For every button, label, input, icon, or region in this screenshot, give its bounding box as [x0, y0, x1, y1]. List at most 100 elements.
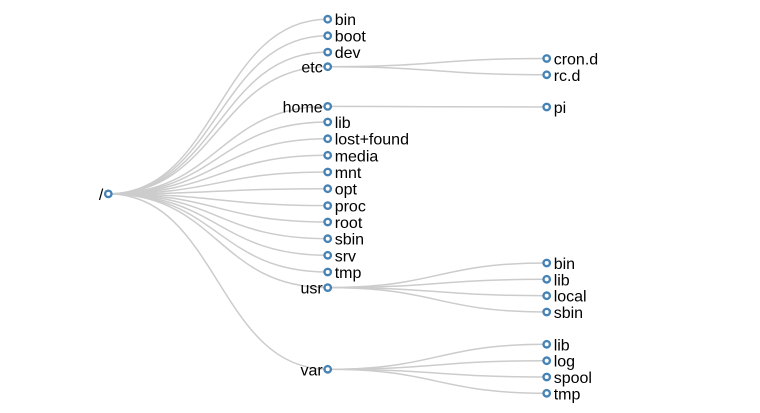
node-label-root-var-log: log	[554, 354, 575, 371]
node-label-root: /	[99, 187, 104, 204]
node-label-root-home-pi: pi	[554, 100, 566, 117]
node-label-root-tmp: tmp	[335, 265, 362, 282]
node-circle-root-etc[interactable]	[323, 62, 333, 72]
node-label-root-usr-bin: bin	[554, 256, 575, 273]
node-circle-root-var[interactable]	[323, 364, 333, 374]
node-label-root-mnt: mnt	[335, 165, 362, 182]
node-label-root-dev: dev	[335, 45, 361, 62]
tree-node-root-media: media	[323, 148, 379, 165]
node-circle-root-tmp[interactable]	[323, 267, 333, 277]
tree-node-root-boot: boot	[323, 29, 367, 46]
node-circle-root[interactable]	[103, 189, 113, 199]
tree-node-root-var: var	[300, 362, 333, 379]
tree-node-root-home: home	[283, 99, 333, 116]
node-circle-root-srv[interactable]	[323, 250, 333, 260]
tree-link-root-srv	[108, 193, 328, 257]
node-circle-root-etc-cron-d[interactable]	[542, 54, 552, 63]
node-circle-root-sbin[interactable]	[323, 234, 333, 244]
tree-node-root-etc: etc	[301, 60, 333, 77]
node-label-root-bin: bin	[335, 12, 356, 29]
tree-node-root-usr-lib: lib	[542, 272, 570, 289]
tree-link-root-var-tmp	[327, 368, 547, 395]
node-label-root-usr-sbin: sbin	[554, 305, 583, 322]
tree-node-root-root: root	[323, 215, 363, 232]
node-circle-root-usr-lib[interactable]	[542, 274, 552, 284]
node-label-root-proc: proc	[335, 199, 366, 216]
tree-link-root-lost-found	[108, 137, 328, 195]
node-circle-root-lost-found[interactable]	[323, 134, 333, 144]
node-label-root-etc-rc-d: rc.d	[554, 68, 581, 85]
tree-link-root-root	[108, 193, 328, 223]
node-circle-root-var-log[interactable]	[542, 356, 552, 366]
tree-node-root-usr-bin: bin	[542, 256, 575, 273]
tree-node-root-var-log: log	[542, 354, 575, 371]
tree-link-root-lib	[108, 121, 328, 195]
tree-node-root-opt: opt	[323, 182, 358, 199]
node-circle-root-dev[interactable]	[323, 47, 333, 57]
tree-node-root-srv: srv	[323, 248, 356, 265]
node-circle-root-usr-local[interactable]	[542, 291, 552, 301]
node-label-root-srv: srv	[335, 248, 356, 265]
tree-link-root-home	[108, 105, 328, 195]
node-label-root-var-tmp: tmp	[554, 386, 581, 403]
node-circle-root-usr[interactable]	[323, 283, 333, 292]
tree-node-root: /	[99, 187, 113, 204]
node-circle-root-usr-sbin[interactable]	[542, 307, 552, 317]
node-label-root-usr-lib: lib	[554, 272, 570, 289]
tree-node-root-lib: lib	[323, 115, 351, 132]
node-circle-root-proc[interactable]	[323, 201, 333, 211]
node-circle-root-opt[interactable]	[323, 184, 333, 194]
tree-link-root-etc-cron-d	[327, 57, 547, 68]
tree-node-root-bin: bin	[323, 12, 356, 29]
tree-link-root-dev	[108, 51, 328, 195]
tree-link-root-home-pi	[327, 105, 547, 108]
node-circle-root-etc-rc-d[interactable]	[542, 70, 552, 80]
node-circle-root-bin[interactable]	[323, 14, 333, 24]
node-circle-root-usr-bin[interactable]	[542, 258, 552, 268]
node-circle-root-media[interactable]	[323, 150, 333, 160]
node-circle-root-home[interactable]	[323, 102, 333, 111]
node-circle-root-var-lib[interactable]	[542, 339, 552, 349]
node-label-root-opt: opt	[335, 182, 358, 199]
tree-link-root-usr-sbin	[327, 286, 547, 313]
tree-links-layer	[108, 18, 547, 395]
tree-link-root-media	[108, 154, 328, 195]
node-circle-root-var-tmp[interactable]	[542, 388, 552, 398]
tree-link-root-etc	[108, 65, 328, 195]
node-circle-root-var-spool[interactable]	[542, 372, 552, 382]
tree-node-root-usr-sbin: sbin	[542, 305, 583, 322]
node-label-root-media: media	[335, 148, 379, 165]
node-circle-root-home-pi[interactable]	[542, 102, 552, 112]
node-circle-root-lib[interactable]	[323, 117, 333, 127]
tree-node-root-etc-rc-d: rc.d	[542, 68, 581, 85]
tree-link-root-boot	[108, 34, 328, 195]
node-label-root-var-lib: lib	[554, 337, 570, 354]
node-label-root-home: home	[283, 99, 323, 116]
tree-node-root-sbin: sbin	[323, 232, 364, 249]
node-label-root-boot: boot	[335, 29, 367, 46]
node-label-root-etc-cron-d: cron.d	[554, 52, 598, 69]
node-label-root-etc: etc	[301, 60, 322, 77]
node-circle-root-boot[interactable]	[323, 31, 333, 41]
tree-node-root-etc-cron-d: cron.d	[542, 52, 598, 69]
tree-link-root-var-log	[327, 359, 547, 371]
tree-link-root-usr-lib	[327, 278, 547, 289]
tree-node-root-dev: dev	[323, 45, 361, 62]
tree-link-root-var	[108, 193, 328, 371]
node-circle-root-mnt[interactable]	[323, 167, 333, 177]
node-label-root-lib: lib	[335, 115, 351, 132]
node-label-root-usr: usr	[300, 281, 323, 298]
tree-node-root-var-spool: spool	[542, 370, 592, 387]
tree-node-root-usr: usr	[300, 281, 333, 298]
node-label-root-var-spool: spool	[554, 370, 592, 387]
tree-node-root-var-tmp: tmp	[542, 386, 581, 403]
tree-node-root-proc: proc	[323, 199, 366, 216]
node-circle-root-root[interactable]	[323, 217, 333, 227]
node-label-root-sbin: sbin	[335, 232, 364, 249]
tree-link-root-usr	[108, 193, 328, 289]
tree-node-root-var-lib: lib	[542, 337, 570, 354]
tree-node-root-mnt: mnt	[323, 165, 362, 182]
